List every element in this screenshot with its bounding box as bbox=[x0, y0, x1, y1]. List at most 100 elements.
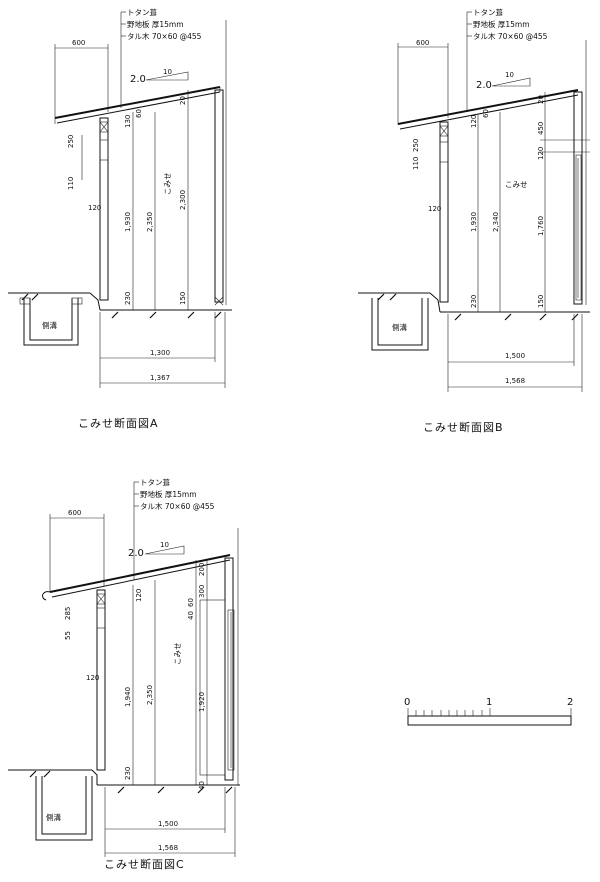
section-a-slope-rise: 2.0 bbox=[130, 74, 146, 85]
section-c-dim-55: 55 bbox=[64, 631, 72, 640]
section-c-dim-230: 230 bbox=[124, 767, 132, 780]
section-a-note-sheathing: 野地板 厚15mm bbox=[127, 19, 184, 29]
section-c-note-roofing: トタン葺 bbox=[140, 477, 170, 487]
section-c-note-sheathing: 野地板 厚15mm bbox=[140, 489, 197, 499]
section-c-slope-rise: 2.0 bbox=[128, 548, 144, 559]
section-a-notes: トタン葺 野地板 厚15mm タル木 70×60 @455 bbox=[120, 7, 202, 108]
section-b-note-roofing: トタン葺 bbox=[473, 7, 503, 17]
section-c-dim-1920: 1,920 bbox=[198, 692, 206, 712]
section-c: トタン葺 野地板 厚15mm タル木 70×60 @455 600 2.0 10 bbox=[8, 477, 240, 871]
section-c-gutter-label: 側溝 bbox=[46, 812, 61, 822]
section-b-dim-60: 60 bbox=[482, 109, 490, 118]
section-b-slope-run: 10 bbox=[505, 71, 514, 79]
section-b-dim-120-top: 120 bbox=[470, 115, 478, 128]
section-b-note-sheathing: 野地板 厚15mm bbox=[473, 19, 530, 29]
scale-bar-label-0: 0 bbox=[404, 697, 410, 708]
section-c-vertical-dimensions: 55 285 120 1,940 2,350 230 40 60 300 1,9… bbox=[64, 560, 208, 790]
section-b-note-rafter: タル木 70×60 @455 bbox=[473, 31, 548, 41]
section-b-dim-1500: 1,500 bbox=[505, 352, 525, 360]
section-a-dim-250: 250 bbox=[67, 135, 75, 148]
section-c-dim-40-bottom: 40 bbox=[198, 781, 206, 790]
scale-bar: 0 1 2 bbox=[404, 697, 573, 726]
section-a-horizontal-dimensions: 1,300 1,367 bbox=[99, 312, 226, 388]
section-a-dim-230: 230 bbox=[124, 292, 132, 305]
section-a-dim-120: 120 bbox=[88, 204, 101, 212]
section-a-vertical-dimensions: 250 110 120 1,930 2,350 2,300 230 150 13… bbox=[67, 90, 189, 310]
section-c-dim-1500: 1,500 bbox=[158, 820, 178, 828]
section-a-dim-110: 110 bbox=[67, 177, 75, 190]
section-c-dim-40: 40 bbox=[187, 611, 195, 620]
section-a-dim-130: 130 bbox=[124, 115, 132, 128]
section-b-dim-110: 110 bbox=[412, 157, 420, 170]
section-b-roof bbox=[397, 89, 579, 130]
section-b-dim-1568: 1,568 bbox=[505, 377, 525, 385]
section-c-slope: 2.0 10 bbox=[128, 541, 185, 559]
section-c-room-label: こみせ bbox=[173, 643, 182, 666]
section-a-slope: 2.0 10 bbox=[130, 68, 189, 85]
section-b-dim-250: 250 bbox=[412, 139, 420, 152]
section-a-ground bbox=[8, 292, 232, 319]
section-a-gutter-label: 側溝 bbox=[42, 320, 57, 330]
section-a-dim-1367: 1,367 bbox=[150, 374, 170, 382]
section-b-dim-1760: 1,760 bbox=[537, 216, 545, 236]
section-a-dim-60: 60 bbox=[135, 109, 143, 118]
section-c-eave-width: 600 bbox=[68, 509, 81, 517]
section-b-dim-150: 150 bbox=[537, 295, 545, 308]
section-b-slope: 2.0 10 bbox=[476, 71, 531, 91]
section-b-dim-120-mid: 120 bbox=[537, 147, 545, 160]
section-a-dim-1300: 1,300 bbox=[150, 349, 170, 357]
section-c-dim-60: 60 bbox=[187, 598, 195, 607]
section-a-dim-1930: 1,930 bbox=[124, 212, 132, 232]
section-b: トタン葺 野地板 厚15mm タル木 70×60 @455 600 2.0 10 bbox=[358, 7, 590, 434]
section-b-ground bbox=[358, 292, 590, 321]
section-c-horizontal-dimensions: 1,500 1,568 bbox=[104, 787, 236, 857]
section-a-dim-150: 150 bbox=[179, 292, 187, 305]
section-a-dim-2350: 2,350 bbox=[146, 212, 154, 232]
section-b-dim-230: 230 bbox=[470, 295, 478, 308]
section-c-dim-285: 285 bbox=[64, 607, 72, 620]
section-b-slope-rise: 2.0 bbox=[476, 80, 492, 91]
section-a-gutter: 側溝 bbox=[19, 297, 83, 346]
section-a-dim-2300: 2,300 bbox=[179, 190, 187, 210]
section-b-gutter: 側溝 bbox=[371, 298, 429, 351]
section-c-dim-120: 120 bbox=[86, 674, 99, 682]
section-c-eave-dimension: 600 bbox=[49, 509, 105, 592]
section-c-roof bbox=[42, 554, 231, 601]
section-b-horizontal-dimensions: 1,500 1,568 bbox=[447, 314, 583, 392]
section-b-eave-width: 600 bbox=[416, 39, 429, 47]
section-b-wall bbox=[573, 40, 587, 305]
section-c-note-rafter: タル木 70×60 @455 bbox=[140, 501, 215, 511]
section-b-dim-2340: 2,340 bbox=[492, 212, 500, 232]
section-a-eave-dimension: 600 bbox=[54, 39, 109, 118]
section-c-dim-120-top: 120 bbox=[135, 589, 143, 602]
section-b-dim-450: 450 bbox=[537, 122, 545, 135]
section-b-gutter-label: 側溝 bbox=[392, 322, 407, 332]
section-a-caption: こみせ断面図A bbox=[78, 416, 159, 430]
section-c-front-post bbox=[96, 589, 106, 771]
section-a: トタン葺 野地板 厚15mm タル木 70×60 @455 600 2.0 10 bbox=[8, 7, 232, 430]
section-c-gutter: 側溝 bbox=[35, 776, 93, 841]
section-c-caption: こみせ断面図C bbox=[104, 857, 185, 871]
section-c-wall bbox=[199, 528, 239, 785]
section-c-dim-2350: 2,350 bbox=[146, 685, 154, 705]
section-a-eave-width: 600 bbox=[72, 39, 85, 47]
scale-bar-label-1: 1 bbox=[486, 697, 492, 708]
section-c-dim-200: 200 bbox=[198, 563, 206, 576]
section-b-dim-120: 120 bbox=[428, 205, 441, 213]
scale-bar-ticks bbox=[415, 710, 483, 716]
section-b-eave-dimension: 600 bbox=[397, 39, 449, 125]
section-c-slope-run: 10 bbox=[160, 541, 169, 549]
section-b-vertical-dimensions: 110 250 120 1,930 2,340 230 150 120 450 … bbox=[412, 92, 590, 312]
section-b-room-label: こみせ bbox=[505, 180, 528, 189]
section-a-dim-20: 20 bbox=[179, 96, 187, 105]
section-a-wall bbox=[214, 20, 227, 306]
section-b-notes: トタン葺 野地板 厚15mm タル木 70×60 @455 bbox=[466, 7, 548, 112]
section-a-note-roofing: トタン葺 bbox=[127, 7, 157, 17]
section-a-slope-run: 10 bbox=[163, 68, 172, 76]
section-c-dim-1568: 1,568 bbox=[158, 844, 178, 852]
scale-bar-label-2: 2 bbox=[567, 697, 573, 708]
section-c-ground bbox=[8, 769, 240, 794]
section-a-room-label: こみせ bbox=[163, 173, 172, 196]
